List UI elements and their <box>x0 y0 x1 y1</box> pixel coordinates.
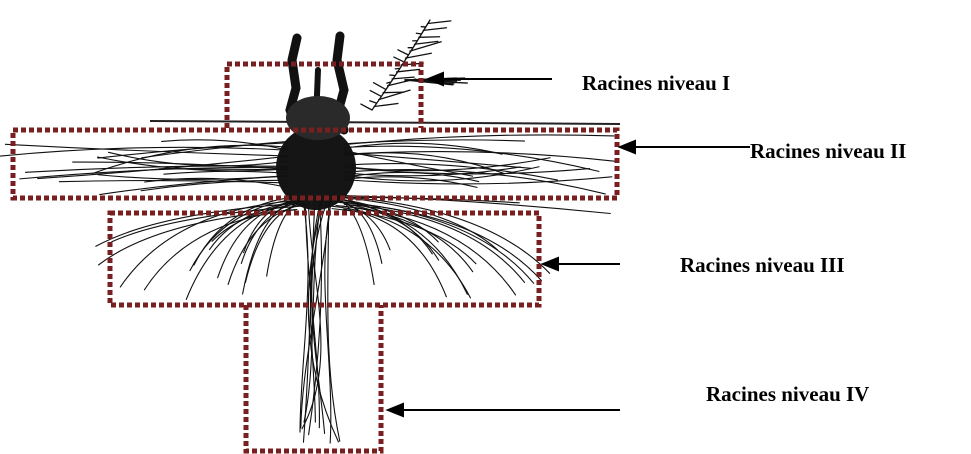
shoot-leaflet <box>374 103 398 106</box>
shoot-leaflet <box>387 82 390 83</box>
arrow-2-head <box>620 141 635 153</box>
arrow-4-head <box>388 404 403 416</box>
lateral-root <box>344 153 531 168</box>
shoot-leaflet <box>383 92 404 93</box>
label-roots-level-1: Racines niveau I <box>582 71 730 96</box>
lateral-root <box>162 140 288 150</box>
shoot-leaflet <box>361 104 372 110</box>
shoot-leaflet <box>423 28 446 31</box>
label-roots-level-4: Racines niveau IV <box>706 382 869 407</box>
shoot-leaflet <box>392 77 414 79</box>
shoot-leaflet <box>428 21 451 24</box>
shoot-leaflet <box>370 101 377 103</box>
shoot-leaflet <box>419 37 440 38</box>
shoot-leaflet <box>394 57 403 61</box>
drooping-root <box>228 205 302 285</box>
shoot-leaflet <box>374 83 386 89</box>
lateral-root <box>5 144 288 156</box>
lateral-root <box>344 177 477 188</box>
crown-upper <box>286 96 350 140</box>
shoot-leaflet <box>416 33 421 34</box>
shoot-leaflet <box>397 69 420 72</box>
soil-line <box>150 121 620 124</box>
drooping-root <box>344 209 447 297</box>
shoot-leaflet <box>398 50 408 55</box>
shoot-leaflet <box>379 90 410 99</box>
label-roots-level-3: Racines niveau III <box>680 253 845 278</box>
label-roots-level-2: Racines niveau II <box>750 139 906 164</box>
shoot-leaflet <box>370 91 381 97</box>
lateral-root <box>164 171 288 174</box>
drooping-root <box>335 196 550 273</box>
deep-root <box>328 200 340 441</box>
